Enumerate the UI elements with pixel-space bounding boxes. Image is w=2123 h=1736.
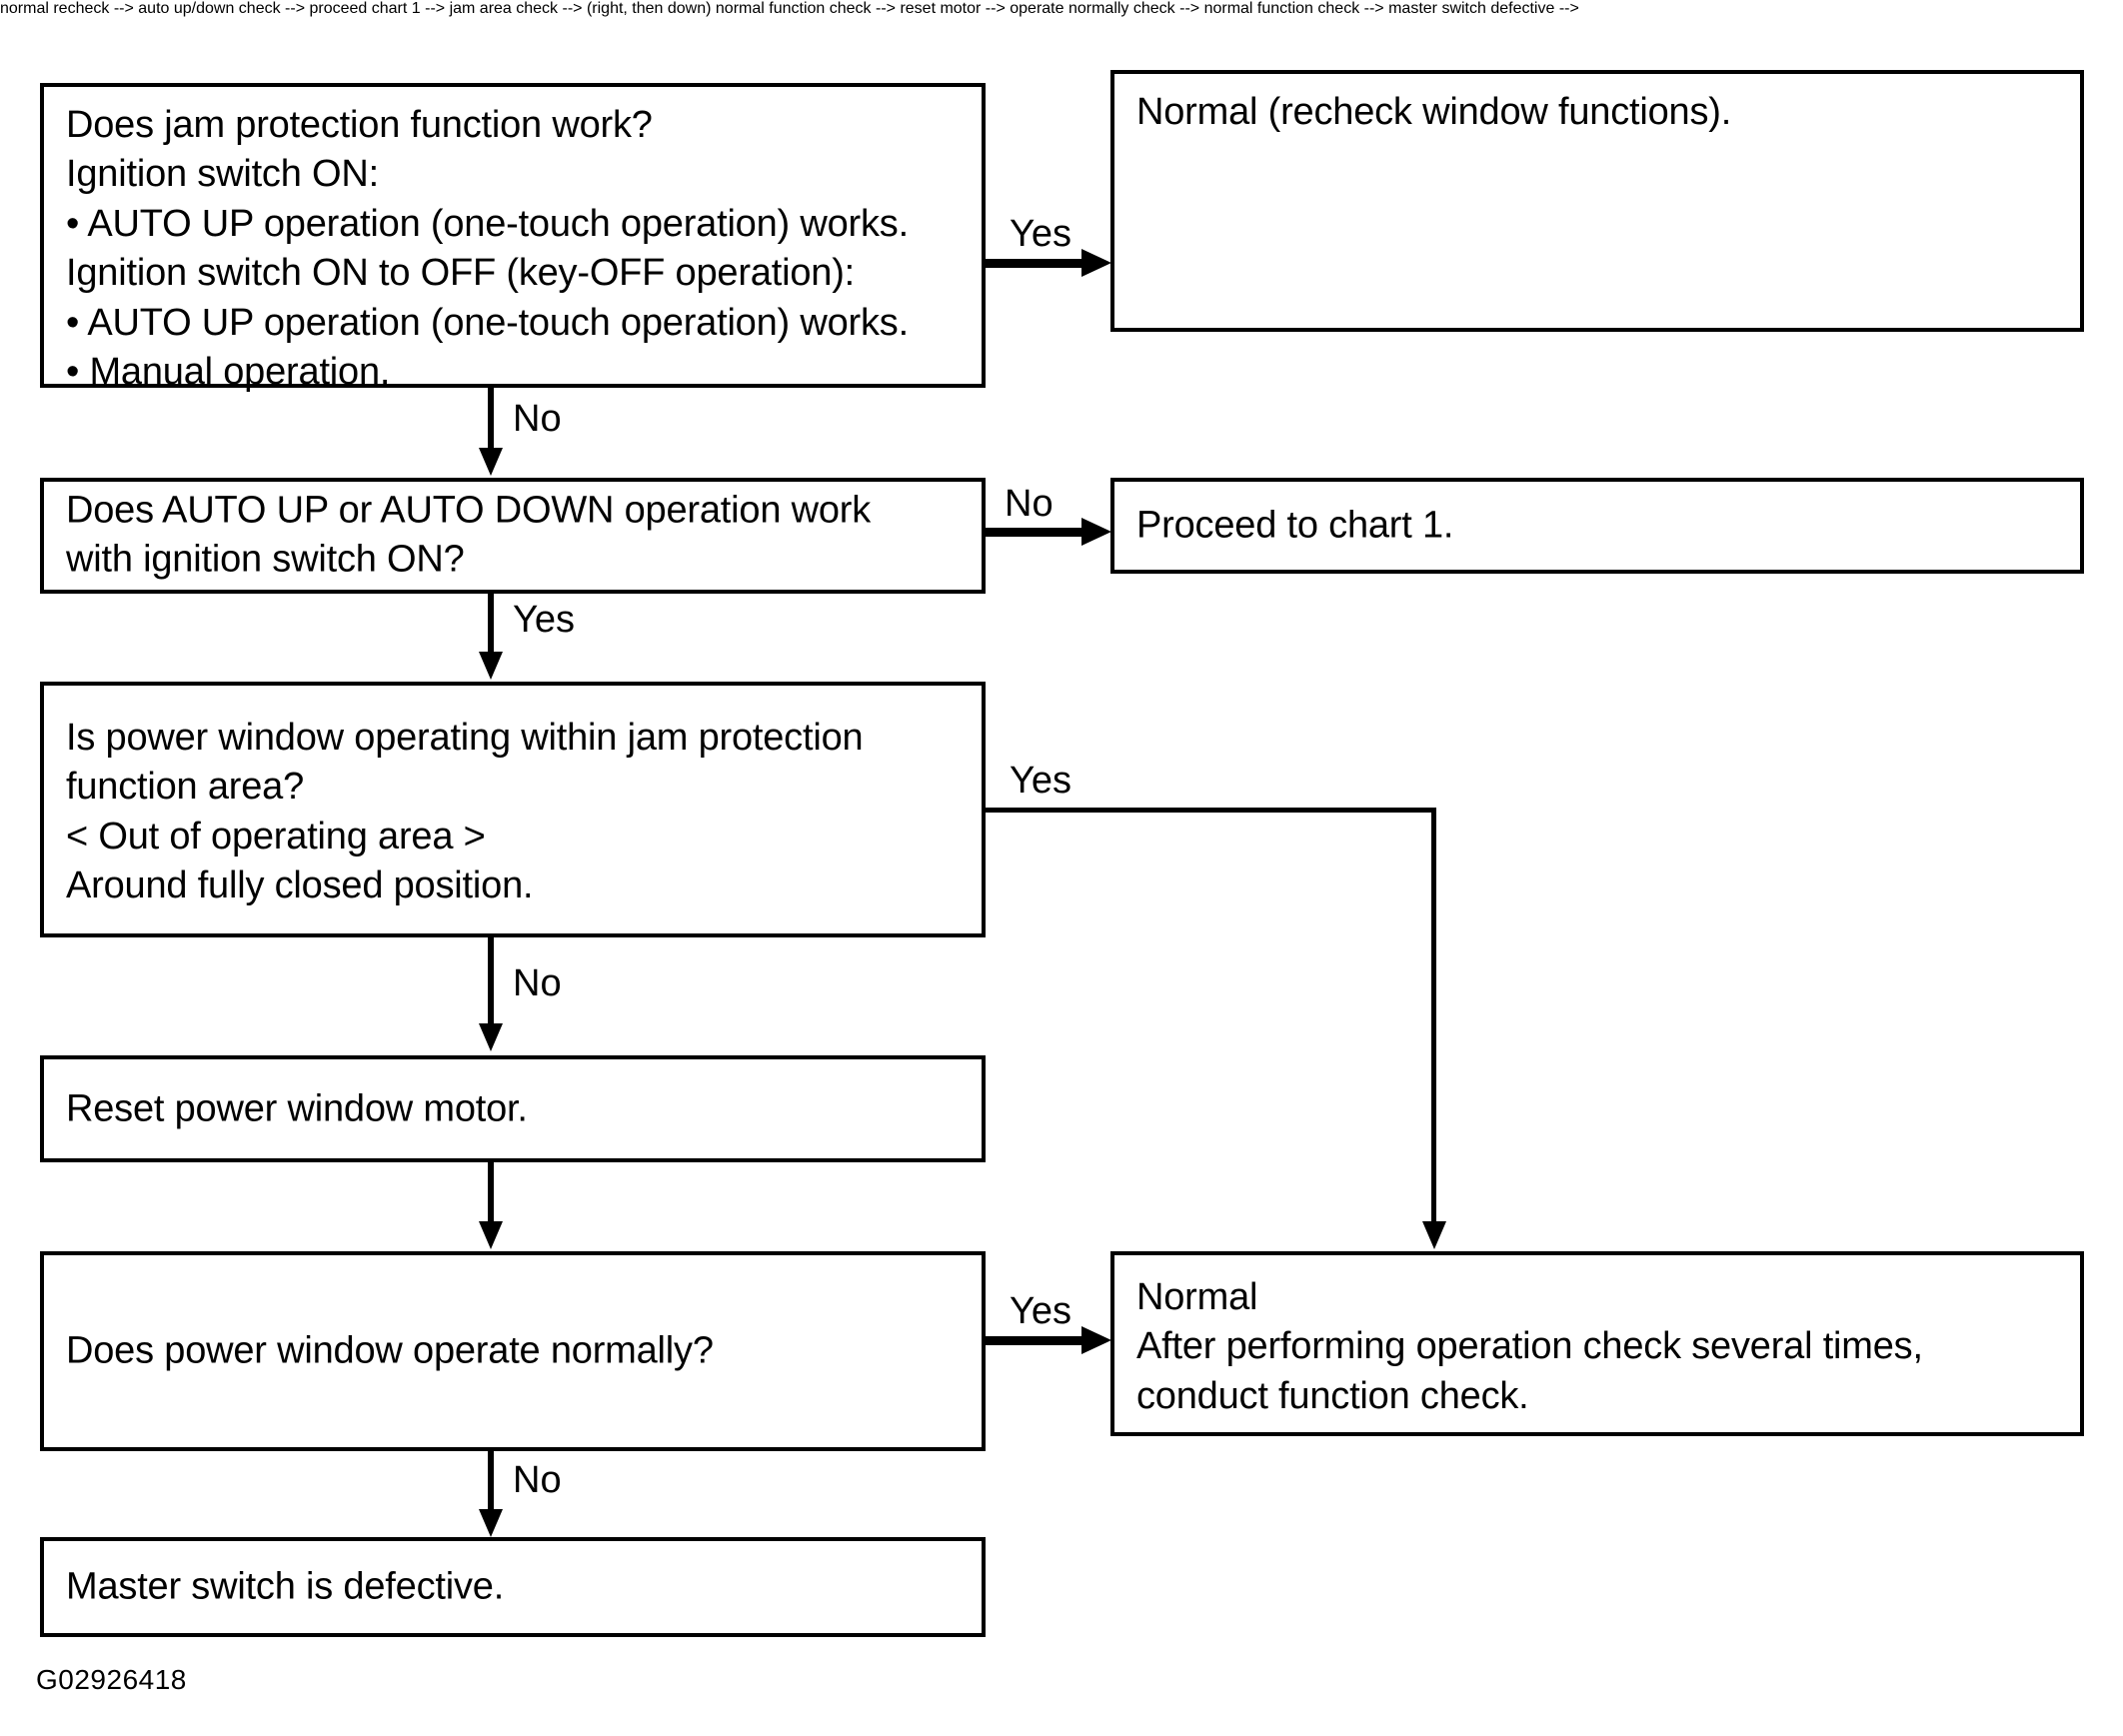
figure-id-label: G02926418 [36,1664,187,1695]
edge-auto-to-chart1-arrowhead [1081,518,1111,546]
edge-area-to-normal-vline [1431,808,1436,1227]
edge-label-auto-to-chart1-no: No [1005,483,1054,525]
edge-area-to-normal-hline [986,808,1436,813]
edge-area-to-reset-arrowhead [479,1023,503,1051]
edge-label-auto-to-area-yes: Yes [513,599,575,641]
edge-reset-to-operate-line [488,1162,494,1224]
node-jam-area-check[interactable]: Is power window operating within jam pro… [40,682,986,937]
node-operate-normally-check-text: Does power window operate normally? [66,1329,714,1372]
node-jam-protection-check[interactable]: Does jam protection function work? Ignit… [40,83,986,393]
node-normal-recheck-text: Normal (recheck window functions). [1136,91,1732,133]
edge-operate-to-normal-arrowhead [1081,1326,1111,1354]
edge-auto-to-area-line [488,594,494,656]
edge-label-jam-to-normal-yes: Yes [1010,213,1071,255]
edge-operate-to-master-line [488,1451,494,1513]
edge-label-area-to-normal-yes: Yes [1010,760,1071,802]
edge-label-operate-to-normal-yes: Yes [1010,1290,1071,1332]
edge-operate-to-master-arrowhead [479,1509,503,1537]
node-normal-function-check[interactable]: Normal After performing operation check … [1110,1251,2084,1436]
edge-auto-to-chart1-line [986,528,1085,537]
edge-area-to-normal-arrowhead [1422,1221,1446,1249]
edge-label-jam-to-auto-no: No [513,398,562,440]
node-proceed-chart1[interactable]: Proceed to chart 1. [1110,478,2084,574]
edge-jam-to-normal-arrowhead [1081,249,1111,277]
edge-label-area-to-reset-no: No [513,962,562,1004]
edge-auto-to-area-arrowhead [479,652,503,680]
node-jam-protection-check-text: Does jam protection function work? Ignit… [66,104,909,393]
edge-reset-to-operate-arrowhead [479,1221,503,1249]
edge-label-operate-to-master-no: No [513,1459,562,1501]
node-normal-function-check-text: Normal After performing operation check … [1136,1276,1923,1417]
node-proceed-chart1-text: Proceed to chart 1. [1136,504,1454,547]
node-reset-motor-text: Reset power window motor. [66,1086,528,1129]
edge-jam-to-auto-line [488,388,494,450]
node-normal-recheck[interactable]: Normal (recheck window functions). [1110,70,2084,332]
node-reset-motor[interactable]: Reset power window motor. [40,1055,986,1162]
edge-jam-to-normal-line [986,259,1085,268]
edge-area-to-reset-line [488,937,494,1027]
node-master-switch-defective-text: Master switch is defective. [66,1565,505,1608]
node-auto-updown-check[interactable]: Does AUTO UP or AUTO DOWN operation work… [40,478,986,594]
node-operate-normally-check[interactable]: Does power window operate normally? [40,1251,986,1451]
edge-operate-to-normal-line [986,1336,1085,1345]
node-jam-area-check-text: Is power window operating within jam pro… [66,717,864,907]
node-master-switch-defective[interactable]: Master switch is defective. [40,1537,986,1637]
node-auto-updown-check-text: Does AUTO UP or AUTO DOWN operation work… [66,489,872,581]
edge-jam-to-auto-arrowhead [479,448,503,476]
